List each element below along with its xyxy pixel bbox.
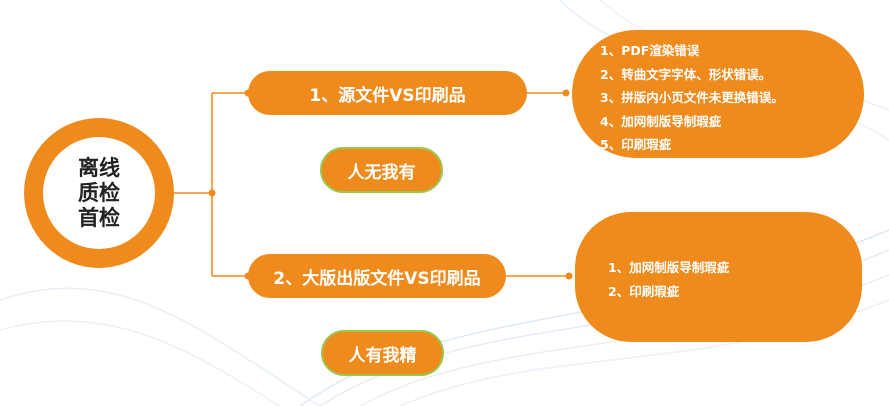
detail-item: 1、PDF渲染错误 xyxy=(600,43,700,58)
root-line: 质检 xyxy=(78,180,120,205)
root-line: 离线 xyxy=(78,155,120,180)
detail-item: 2、转曲文字字体、形状错误。 xyxy=(600,66,772,82)
detail-item: 5、印刷瑕疵 xyxy=(600,137,672,152)
detail-item: 3、拼版内小页文件未更换错误。 xyxy=(600,90,784,105)
detail-list-1: 1、PDF渲染错误 2、转曲文字字体、形状错误。 3、拼版内小页文件未更换错误。… xyxy=(600,39,864,157)
tag-node-2: 人有我精 xyxy=(321,330,444,376)
detail-item: 1、加网制版导制瑕疵 xyxy=(608,260,730,275)
detail-list-2: 1、加网制版导制瑕疵 2、印刷瑕疵 xyxy=(608,256,862,304)
root-node-inner: 离线 质检 首检 xyxy=(43,137,155,249)
branch-node-2: 2、大版出版文件VS印刷品 xyxy=(248,254,506,298)
detail-item: 4、加网制版导制瑕疵 xyxy=(600,113,722,129)
detail-item: 2、印刷瑕疵 xyxy=(608,284,680,299)
branch-node-1: 1、源文件VS印刷品 xyxy=(248,71,527,115)
root-node: 离线 质检 首检 xyxy=(24,118,174,268)
detail-box-1: 1、PDF渲染错误 2、转曲文字字体、形状错误。 3、拼版内小页文件未更换错误。… xyxy=(572,30,864,158)
detail-box-2: 1、加网制版导制瑕疵 2、印刷瑕疵 xyxy=(575,212,862,342)
tag-node-1: 人无我有 xyxy=(320,147,443,193)
root-line: 首检 xyxy=(78,205,120,230)
